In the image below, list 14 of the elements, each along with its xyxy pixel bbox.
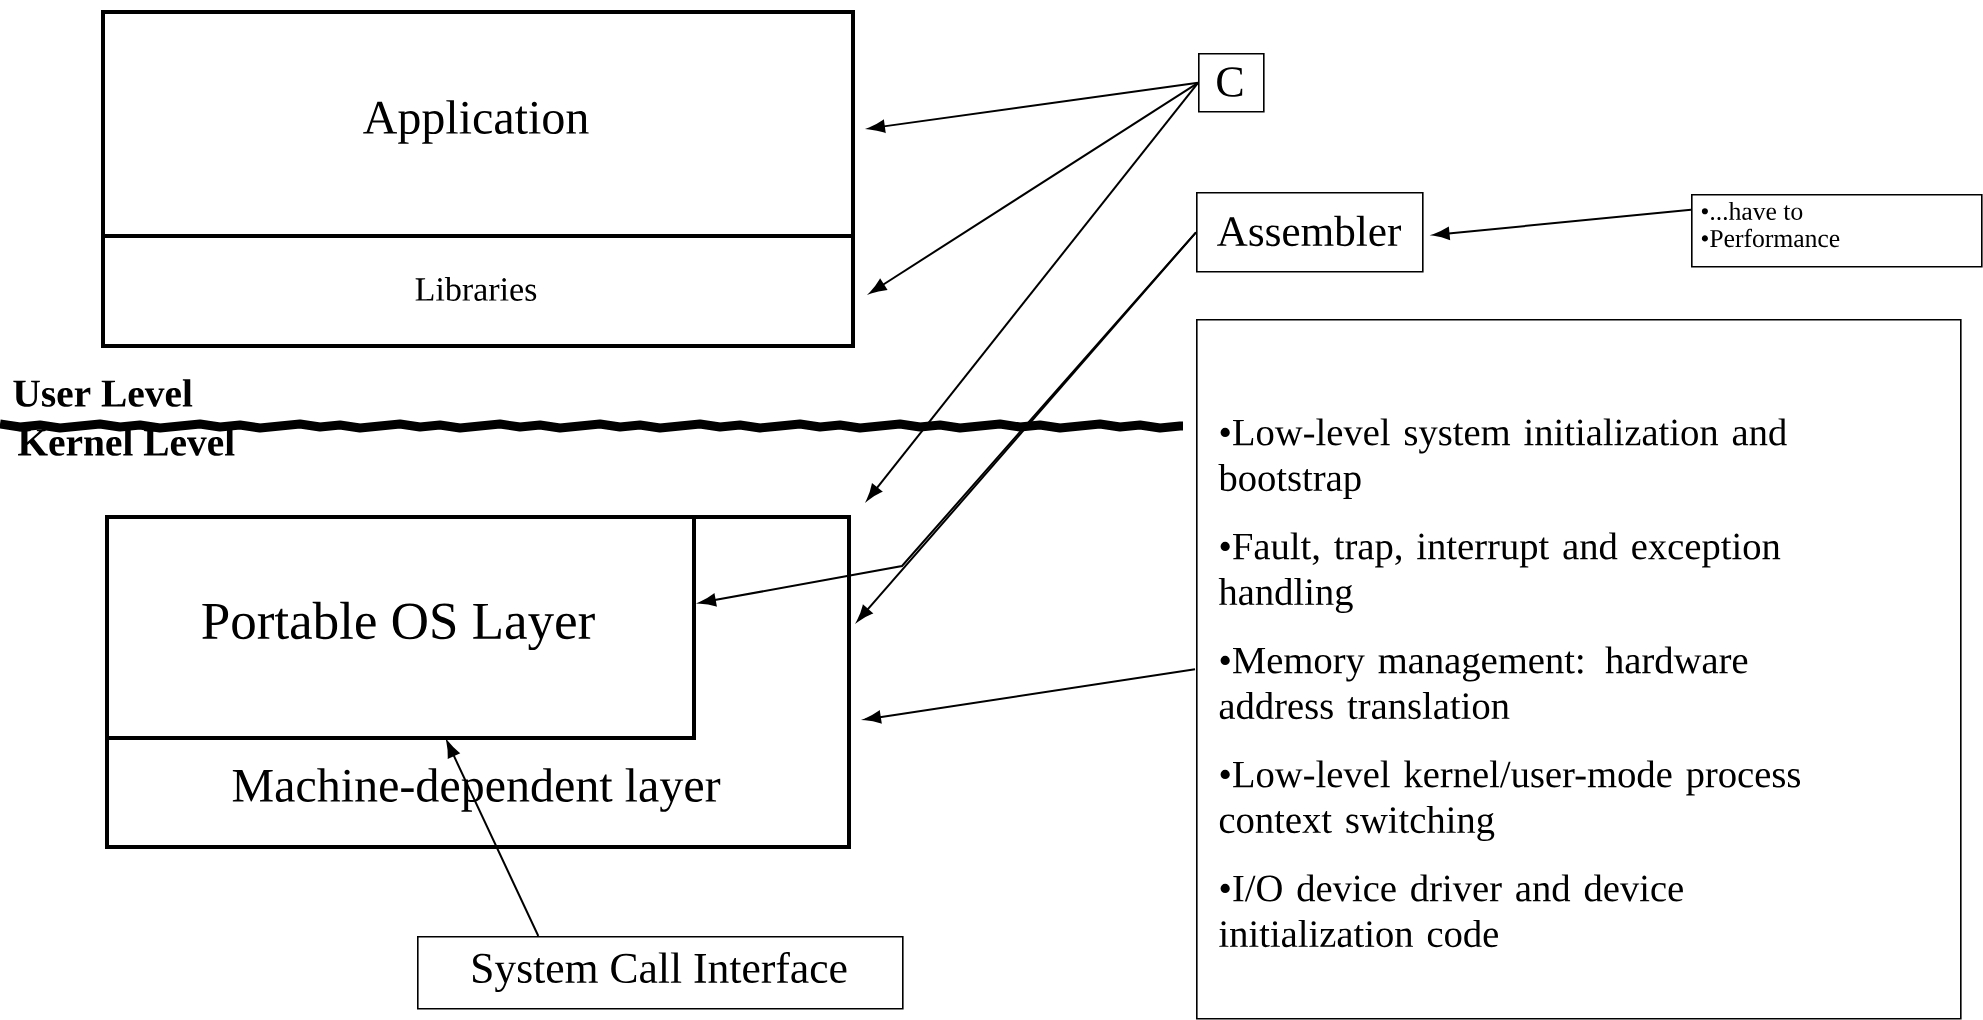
level-label: Kernel Level xyxy=(18,428,235,456)
level-label: User Level xyxy=(13,379,193,407)
arrow xyxy=(869,81,1199,294)
layer-box: Portable OS Layer xyxy=(105,515,696,740)
note-box: •Low-level system initialization and bootstrap •Fault, trap, interrupt and exception handling •Memory management: hardware address translation •Low-level kernel/user-mode process context switching •I/O device driver and device initialization code xyxy=(1196,319,1962,1020)
interface-box: System Call Interface xyxy=(417,936,904,1010)
arrow xyxy=(446,741,540,937)
layer-box: Application xyxy=(101,10,855,238)
language-box: C xyxy=(1198,53,1265,113)
note-box: •...have to •Performance xyxy=(1691,194,1983,268)
arrow xyxy=(864,668,1196,724)
layer-box: Libraries xyxy=(101,234,855,348)
arrow xyxy=(868,81,1199,133)
language-box: Assembler xyxy=(1196,192,1424,273)
